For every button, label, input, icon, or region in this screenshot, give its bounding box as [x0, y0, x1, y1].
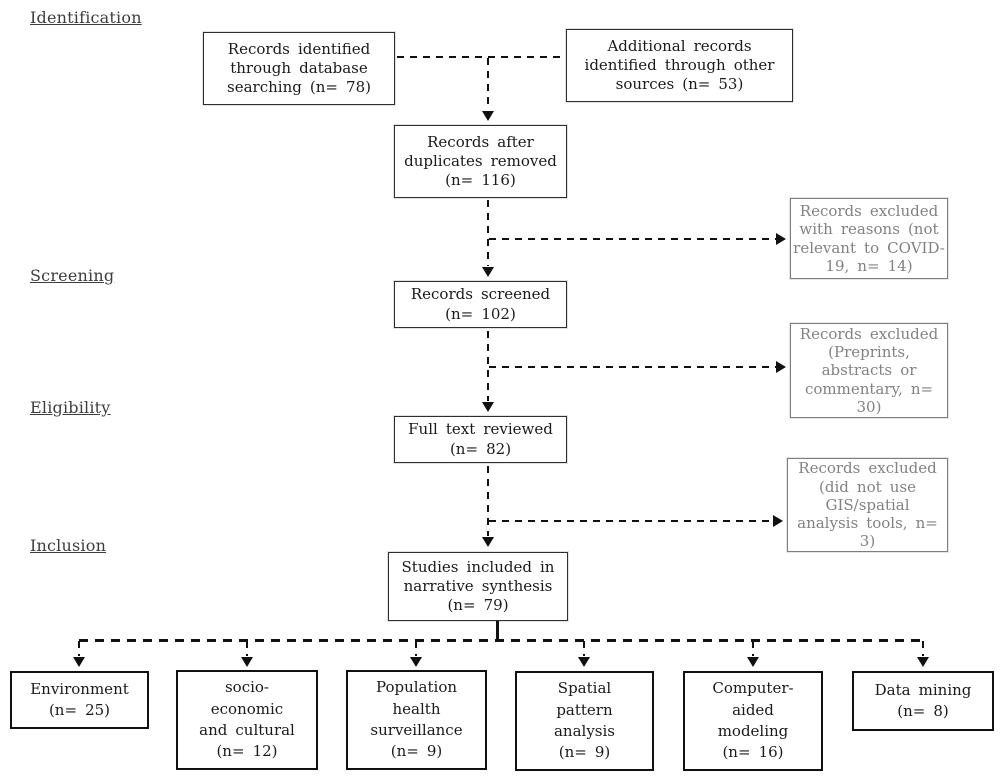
drop-environment [78, 641, 81, 656]
box-additional-records: Additional records identified through ot… [566, 29, 793, 102]
connector-included-stem [496, 621, 499, 640]
stage-label-screening: Screening [30, 266, 115, 285]
box-category-spatial-pattern: Spatial pattern analysis (n= 9) [515, 671, 654, 771]
connector-branch-excluded-1 [489, 238, 776, 241]
drop-computer-aided [752, 641, 755, 656]
connector-fulltext-included [487, 466, 490, 536]
box-records-screened: Records screened (n= 102) [394, 281, 567, 328]
arrowhead-to-duplicates [482, 111, 494, 121]
box-duplicates-removed: Records after duplicates removed (n= 116… [394, 125, 567, 198]
connector-top-horizontal [397, 56, 565, 59]
box-category-computer-aided: Computer- aided modeling (n= 16) [683, 671, 823, 771]
box-category-environment: Environment (n= 25) [10, 671, 149, 729]
arrowhead-to-excluded-3 [773, 515, 783, 527]
arrowhead-to-excluded-2 [776, 361, 786, 373]
box-category-population-health: Population health surveillance (n= 9) [346, 670, 487, 770]
arrowhead-to-included [482, 537, 494, 547]
box-full-text-reviewed: Full text reviewed (n= 82) [394, 416, 567, 463]
connector-fanout-horizontal [79, 639, 924, 642]
box-category-socio-economic: socio- economic and cultural (n= 12) [176, 670, 318, 770]
connector-duplicates-screened [487, 200, 490, 266]
drop-socio-economic [246, 641, 249, 656]
box-studies-included: Studies included in narrative synthesis … [388, 552, 568, 621]
arrowhead-to-excluded-1 [776, 233, 786, 245]
drop-data-mining [922, 641, 925, 656]
arrowhead-to-fulltext [482, 402, 494, 412]
connector-branch-excluded-3 [489, 520, 773, 523]
stage-label-eligibility: Eligibility [30, 398, 111, 417]
box-excluded-no-gis: Records excluded (did not use GIS/spatia… [787, 458, 948, 552]
connector-screened-fulltext [487, 331, 490, 401]
box-category-data-mining: Data mining (n= 8) [852, 671, 994, 731]
arrowhead-data-mining [917, 657, 929, 667]
arrowhead-socio-economic [241, 657, 253, 667]
stage-label-inclusion: Inclusion [30, 536, 107, 555]
drop-spatial-pattern [583, 641, 586, 656]
arrowhead-population-health [410, 657, 422, 667]
arrowhead-environment [73, 657, 85, 667]
box-excluded-preprints: Records excluded (Preprints, abstracts o… [790, 323, 948, 418]
box-excluded-not-relevant: Records excluded with reasons (not relev… [790, 198, 948, 279]
box-records-identified: Records identified through database sear… [203, 32, 395, 105]
arrowhead-computer-aided [747, 657, 759, 667]
connector-branch-excluded-2 [489, 366, 776, 369]
stage-label-identification: Identification [30, 8, 142, 27]
arrowhead-spatial-pattern [578, 657, 590, 667]
drop-population-health [415, 641, 418, 656]
connector-merge-vertical [487, 58, 490, 110]
arrowhead-to-screened [482, 267, 494, 277]
